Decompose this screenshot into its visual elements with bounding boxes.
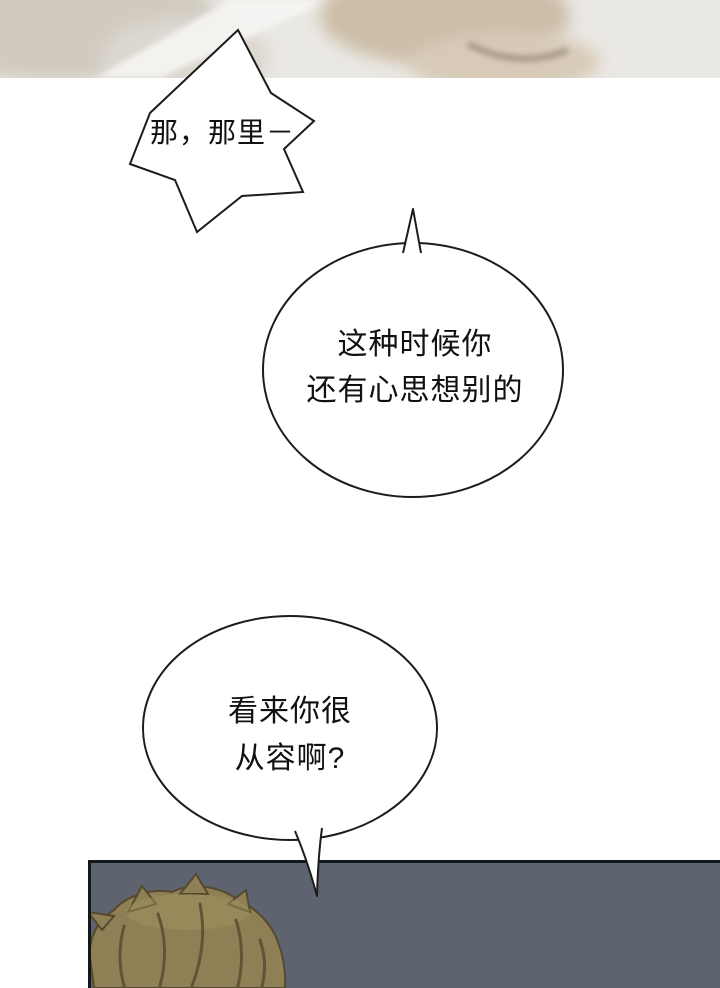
oval-bubble-1-text: 这种时候你 还有心思想别的: [255, 322, 575, 414]
oval-bubble-1-line-1: 这种时候你: [337, 328, 493, 361]
bottom-panel-bg: [88, 860, 720, 988]
oval-bubble-2-line-1: 看来你很: [228, 695, 352, 728]
oval-bubble-1-line-2: 还有心思想别的: [306, 374, 524, 407]
jagged-bubble-line: 那，那里－: [149, 117, 295, 148]
hair-strand: [258, 938, 267, 988]
hair-sheen: [126, 894, 250, 930]
top-panel-art-tan-lower: [410, 32, 600, 78]
hair-main-blob: [88, 885, 287, 988]
oval-bubble-2-text: 看来你很 从容啊?: [143, 688, 437, 782]
top-panel-art-left-blob: [0, 0, 215, 78]
jagged-bubble-text: 那，那里－: [130, 117, 315, 149]
hair-spike: [125, 884, 158, 914]
hair-spike: [88, 910, 116, 932]
top-panel-art-tan-blob: [320, 0, 570, 66]
hair-spike: [225, 888, 252, 914]
top-panel: [0, 0, 720, 78]
oval-bubble-2-tail: [294, 827, 323, 897]
hair-strand: [190, 902, 205, 988]
hair-strand: [156, 912, 167, 988]
oval-bubble-2-line-2: 从容啊?: [234, 742, 346, 775]
character-hair: [88, 872, 287, 988]
top-panel-art-mid-blob: [100, 16, 270, 78]
hair-strand: [118, 924, 126, 988]
bottom-panel: [88, 860, 720, 988]
oval-bubble-1-tail: [402, 208, 422, 254]
top-panel-art-dark-edge: [466, 41, 570, 62]
top-panel-art-light-streak: [95, 0, 330, 78]
hair-spike: [177, 872, 210, 895]
hair-strand: [234, 918, 244, 988]
top-panel-bg: [0, 0, 720, 78]
